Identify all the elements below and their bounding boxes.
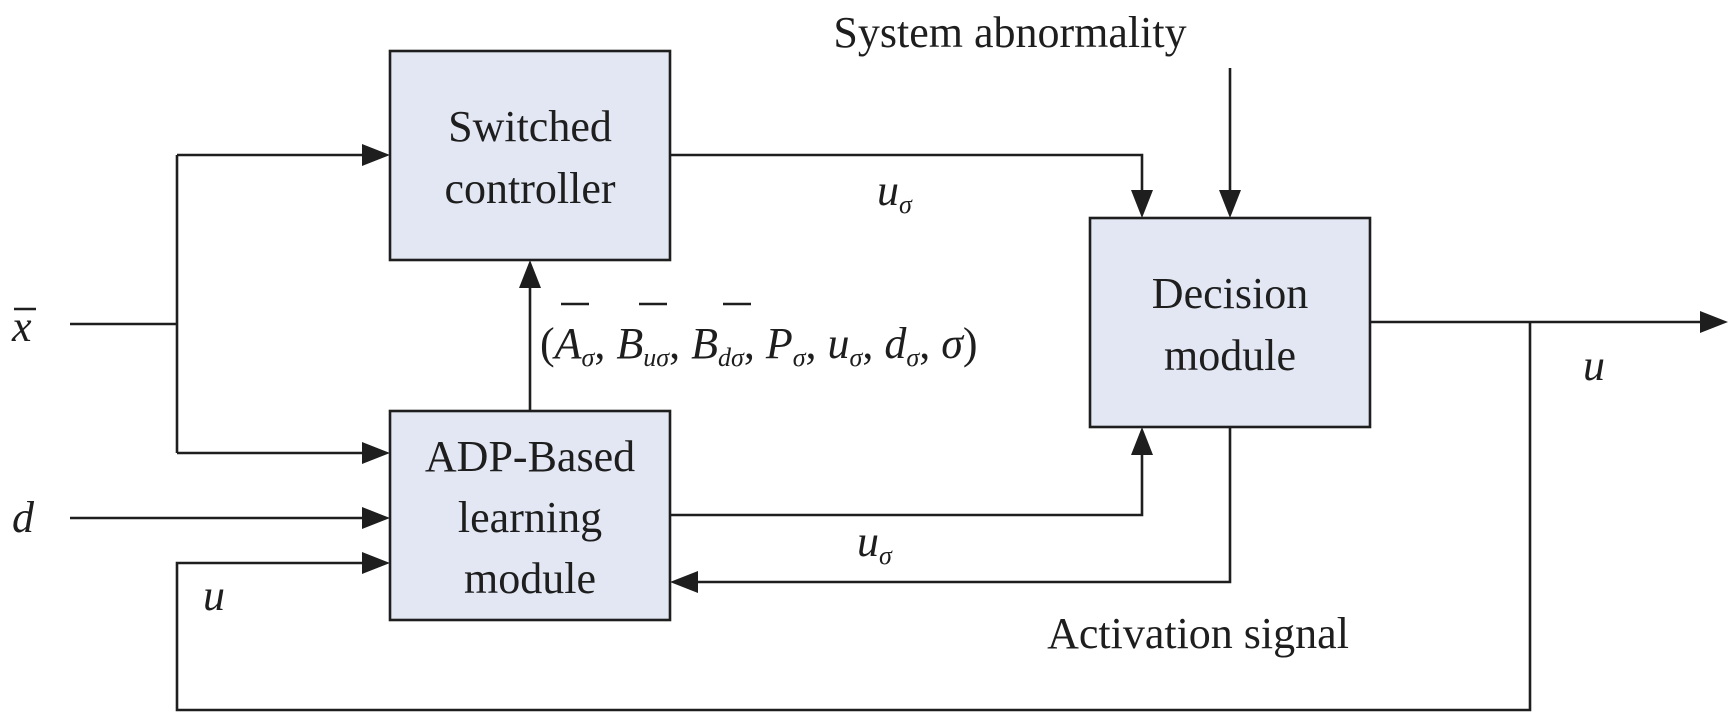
u-feedback-loop — [175, 322, 1532, 712]
controller-output-line — [670, 153, 1144, 192]
adp-module-label-line1: ADP-Based — [425, 432, 635, 481]
switched-controller-label-line2: controller — [444, 164, 615, 213]
arrowhead-x-into-adp — [362, 442, 390, 464]
adp-to-decision-wire — [670, 427, 1153, 517]
decision-output-wire — [1370, 311, 1728, 333]
arrowhead-output-u — [1700, 311, 1728, 333]
decision-module-block: Decision module — [1088, 216, 1372, 429]
decision-module-box — [1088, 216, 1372, 429]
u-sigma-bottom-label: uσ — [857, 517, 893, 570]
u-output-label: u — [1583, 341, 1605, 390]
arrowhead-abnormality-into-decision — [1219, 190, 1241, 218]
adp-learning-module-block: ADP-Based learning module — [388, 409, 672, 622]
arrowhead-d-into-adp — [362, 507, 390, 529]
activation-signal-label: Activation signal — [1047, 609, 1349, 658]
u-feedback-line — [175, 322, 1532, 712]
adp-module-label-line3: module — [464, 554, 596, 603]
adp-to-controller-wire — [519, 260, 541, 411]
decision-module-label-line2: module — [1164, 331, 1296, 380]
adp-learning-module-box — [388, 409, 672, 622]
controller-to-decision-wire — [670, 153, 1153, 218]
arrowhead-into-decision-top-left — [1131, 190, 1153, 218]
switched-controller-box — [388, 49, 672, 262]
switched-controller-block: Switched controller — [388, 49, 672, 262]
x-bar-label: x — [11, 302, 32, 351]
system-abnormality-wire — [1219, 68, 1241, 218]
adp-output-line — [670, 453, 1144, 517]
parameter-tuple-label: (Aσ, Buσ, Bdσ, Pσ, uσ, dσ, σ) — [540, 302, 978, 372]
arrowhead-activation-into-adp — [670, 571, 698, 593]
activation-signal-line — [696, 427, 1232, 584]
x-bar-input-wires — [70, 144, 390, 464]
u-feedback-label: u — [203, 571, 225, 620]
arrowhead-u-into-adp — [362, 552, 390, 574]
d-input-label: d — [12, 493, 35, 542]
arrowhead-into-controller-bottom — [519, 260, 541, 288]
switched-controller-label-line1: Switched — [448, 102, 612, 151]
u-sigma-top-label: uσ — [877, 166, 913, 219]
adp-module-label-line2: learning — [458, 493, 602, 542]
system-abnormality-label: System abnormality — [833, 8, 1186, 57]
arrowhead-into-controller — [362, 144, 390, 166]
activation-signal-wire — [670, 427, 1232, 593]
parameter-tuple-text: (Aσ, Buσ, Bdσ, Pσ, uσ, dσ, σ) — [540, 319, 978, 372]
arrowhead-into-decision-bottom — [1131, 427, 1153, 455]
decision-module-label-line1: Decision — [1152, 269, 1308, 318]
d-input-wire — [70, 507, 390, 529]
